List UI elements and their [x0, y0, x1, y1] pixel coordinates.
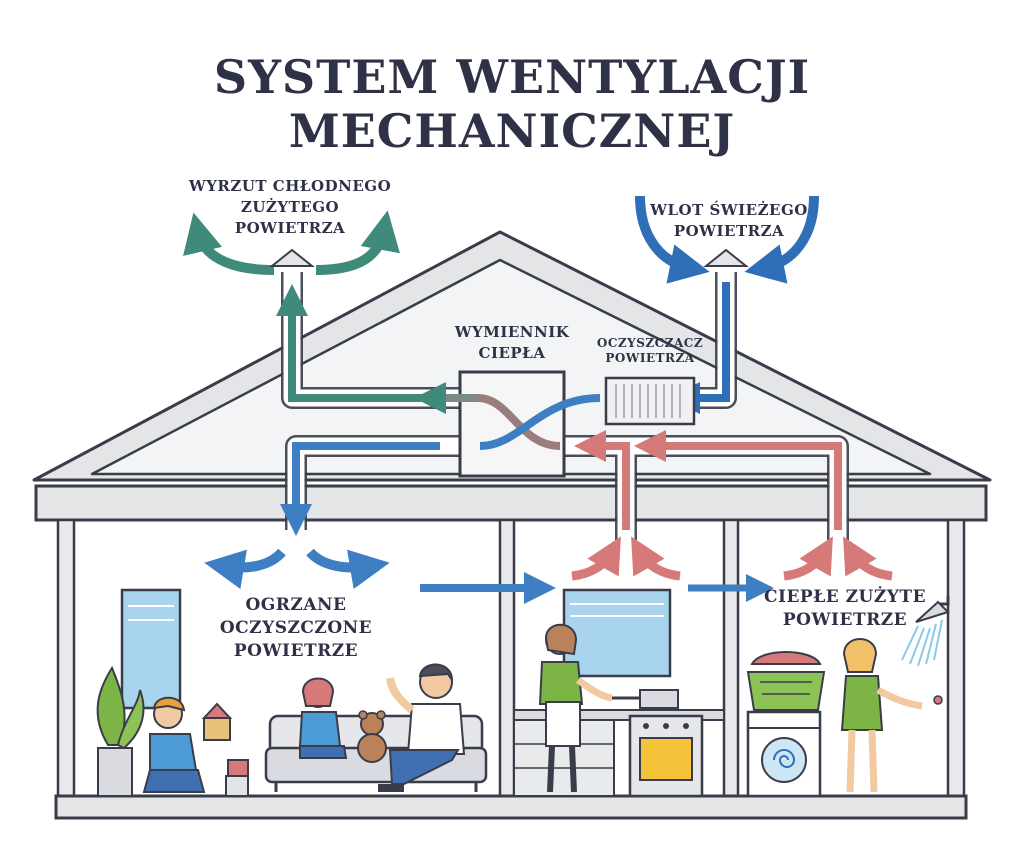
label-exchanger-line1: WYMIENNIK	[454, 323, 570, 341]
warm-arrow-bath-right	[843, 536, 893, 581]
teddy-bear-icon	[357, 710, 387, 763]
label-exhaust-line1: WYRZUT CHŁODNEGO	[188, 177, 392, 195]
supply-flow	[280, 442, 440, 536]
warm-arrow-kitchen-right	[631, 536, 681, 581]
laundry-basket-icon	[746, 651, 826, 711]
warm-extract-kitchen	[574, 430, 630, 530]
exhaust-arrow-right	[315, 210, 400, 275]
shower-icon	[901, 596, 950, 667]
warm-extract-bathroom	[634, 430, 842, 530]
label-warm-used-line2: POWIETRZE	[782, 610, 908, 630]
child-with-blocks	[142, 696, 249, 797]
supply-arrow-right	[306, 548, 390, 590]
label-intake: WLOT ŚWIEŻEGO POWIETRZA	[634, 200, 824, 242]
label-exhaust: WYRZUT CHŁODNEGO ZUŻYTEGO POWIETRZA	[170, 176, 410, 239]
window-kitchen	[562, 588, 672, 678]
label-exchanger-line2: CIEPŁA	[478, 344, 546, 362]
label-purifier-line2: POWIETRZA	[605, 351, 695, 365]
heat-exchanger-icon	[458, 370, 566, 478]
wall-right	[946, 518, 966, 800]
supply-arrow-left	[204, 548, 286, 590]
exhaust-vent-cap	[269, 248, 315, 267]
floor	[54, 794, 968, 820]
air-purifier-icon	[604, 376, 696, 426]
page-title-line2: MECHANICZNEJ	[288, 104, 736, 158]
man-on-sofa	[378, 663, 466, 792]
kitchen-counter	[513, 709, 725, 797]
intake-arrow-right	[744, 195, 819, 284]
label-purifier: OCZYSZCZACZ POWIETRZA	[584, 336, 716, 366]
label-supply-line3: POWIETRZE	[233, 641, 359, 661]
label-intake-line1: WLOT ŚWIEŻEGO	[650, 201, 808, 219]
intake-arrow-left	[635, 195, 710, 284]
label-supply-line2: OCZYSZCZONE	[219, 618, 373, 638]
label-warm-used-line1: CIEPŁE ZUŻYTE	[763, 587, 927, 607]
label-exhaust-line3: POWIETRZA	[234, 219, 346, 237]
exhaust-arrow-left	[183, 212, 275, 275]
label-warm-used: CIEPŁE ZUŻYTE POWIETRZE	[760, 586, 930, 632]
exchanger-cross-fresh	[479, 394, 601, 450]
label-exhaust-line2: ZUŻYTEGO	[240, 198, 340, 216]
wall-middle	[498, 518, 516, 800]
label-supply-line1: OGRZANE	[245, 595, 347, 615]
label-supply: OGRZANE OCZYSZCZONE POWIETRZE	[196, 594, 396, 663]
plant-icon	[96, 665, 145, 797]
purifier-filter-lines	[615, 384, 681, 418]
girl-on-sofa	[298, 677, 348, 759]
house-outline	[32, 230, 992, 820]
page-title-line1: SYSTEM WENTYLACJI	[213, 50, 811, 104]
window-living	[120, 588, 182, 710]
warm-arrow-kitchen-left	[571, 536, 621, 581]
woman-cooking	[538, 623, 613, 793]
washing-machine-icon	[746, 710, 822, 798]
exhaust-flow	[276, 284, 440, 402]
wall-left	[56, 518, 76, 800]
wall-divider	[722, 518, 740, 800]
exchanger-cross-warm	[477, 394, 561, 450]
label-intake-line2: POWIETRZA	[673, 222, 785, 240]
oven-icon	[612, 689, 704, 798]
intake-flow	[668, 282, 730, 414]
warm-arrow-bath-left	[783, 536, 833, 581]
woman-bathroom	[840, 638, 943, 793]
label-purifier-line1: OCZYSZCZACZ	[596, 336, 704, 350]
intake-vent-cap	[703, 248, 749, 267]
label-exchanger: WYMIENNIK CIEPŁA	[432, 322, 592, 364]
